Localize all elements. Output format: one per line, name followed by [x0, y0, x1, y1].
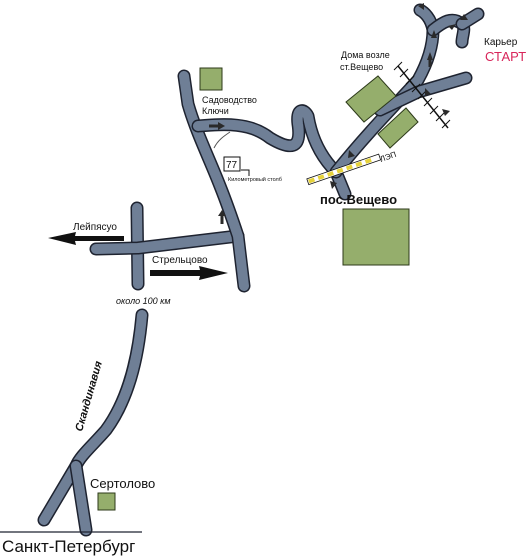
railway — [393, 61, 451, 129]
small-arrow-icon — [448, 24, 456, 30]
small-arrow-icon — [425, 88, 431, 96]
small-arrow-icon — [218, 122, 225, 130]
label-spb: Санкт-Петербург — [2, 537, 135, 556]
arrow-left-leipyasuo — [48, 232, 124, 245]
label-km-post: Километровый столб — [228, 176, 282, 183]
small-arrow-icon — [460, 14, 468, 20]
label-sertolovo: Сертолово — [90, 476, 155, 491]
sertolovo-block — [97, 492, 116, 511]
veshchevo-block — [342, 208, 410, 266]
small-arrow-icon — [348, 150, 355, 158]
label-sadovodstvo-2: Ключи — [202, 106, 229, 116]
label-sadovodstvo-1: Садоводство — [202, 95, 257, 105]
small-arrow-icon — [418, 3, 424, 10]
label-strelcovo: Стрельцово — [152, 255, 208, 266]
km-post-marker — [223, 156, 250, 176]
label-leipyasuo: Лейпясуо — [73, 222, 117, 233]
label-km-number: 77 — [226, 160, 238, 171]
label-doma-2: ст.Вещево — [340, 62, 383, 72]
label-karier: Карьер — [484, 37, 518, 48]
small-arrow-icon — [442, 109, 450, 116]
small-arrow-icon — [431, 30, 437, 38]
label-veshchevo: пос.Вещево — [320, 192, 397, 207]
route-arrows — [209, 3, 468, 224]
power-line — [306, 153, 382, 186]
label-start: СТАРТ — [485, 49, 526, 64]
label-doma-1: Дома возле — [341, 50, 390, 60]
doma-block-small — [377, 107, 419, 149]
small-arrow-icon — [427, 52, 433, 60]
arrow-right-strelcovo — [150, 266, 228, 280]
doma-block-large — [345, 75, 397, 123]
label-lep: ЛЭП — [379, 150, 398, 164]
road-network — [37, 3, 485, 537]
label-distance: около 100 км — [116, 296, 171, 306]
small-arrow-icon — [330, 181, 337, 189]
sadovodstvo-block — [199, 67, 223, 91]
label-skandinavia: Скандинавия — [73, 359, 105, 433]
small-arrow-icon — [218, 210, 226, 216]
